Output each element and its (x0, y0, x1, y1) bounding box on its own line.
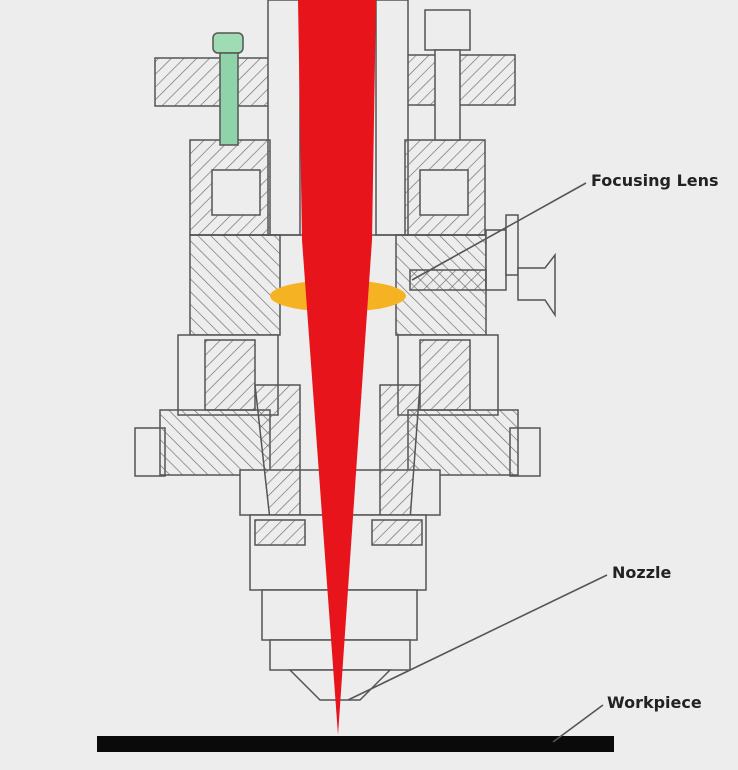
focusing-lens-label: Focusing Lens (591, 171, 719, 190)
right-bolt (424, 9, 471, 141)
screw-bolt (212, 32, 244, 146)
workpiece-label: Workpiece (607, 693, 702, 712)
laser-beam (298, 0, 376, 735)
workpiece (97, 736, 614, 752)
nozzle-label: Nozzle (612, 563, 672, 582)
leader-lines (347, 182, 608, 743)
